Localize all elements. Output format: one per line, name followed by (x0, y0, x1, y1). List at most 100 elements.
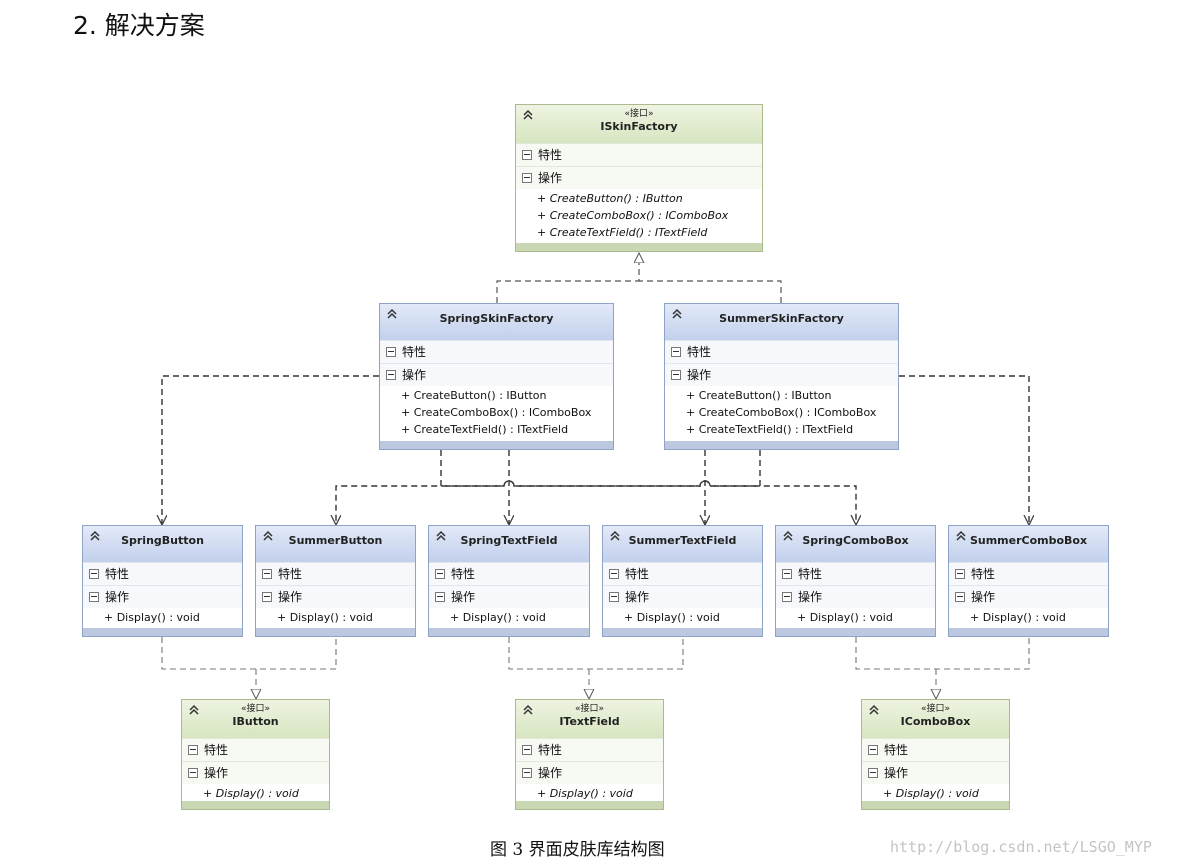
attributes-section: 特性 (776, 562, 935, 585)
attributes-section: 特性 (862, 738, 1009, 761)
operation-item: + Display() : void (797, 611, 893, 624)
collapse-chevron-icon (610, 530, 620, 541)
class-header: SpringButton (83, 526, 242, 562)
class-summertextfield: SummerTextField 特性 操作 + Display() : void (602, 525, 763, 637)
collapse-box-icon (955, 568, 965, 579)
dep-summer-button (336, 450, 761, 525)
class-footer (516, 801, 663, 809)
attributes-label: 特性 (105, 567, 130, 581)
dep-summer-combobox (899, 375, 1029, 525)
operations-list: + Display() : void (949, 608, 1108, 628)
class-name: ITextField (559, 715, 620, 728)
collapse-chevron-icon (90, 530, 100, 541)
realize-summerskin-connector (639, 280, 782, 303)
attributes-label: 特性 (402, 345, 427, 359)
collapse-box-icon (188, 744, 198, 755)
class-header: SpringComboBox (776, 526, 935, 562)
operations-label: 操作 (451, 590, 476, 604)
operation-item: + CreateButton() : IButton (686, 389, 832, 402)
watermark-url: http://blog.csdn.net/LSGO_MYP (890, 838, 1152, 856)
class-footer (182, 801, 329, 809)
attributes-section: 特性 (516, 738, 663, 761)
class-icombobox: «接口» IComboBox 特性 操作 + Display() : void (861, 699, 1010, 810)
collapse-box-icon (522, 767, 532, 778)
operation-item: + CreateComboBox() : IComboBox (537, 209, 729, 222)
class-ibutton: «接口» IButton 特性 操作 + Display() : void (181, 699, 330, 810)
collapse-box-icon (188, 767, 198, 778)
operations-section: 操作 (83, 585, 242, 608)
operations-list: + Display() : void (603, 608, 762, 628)
operation-item: + Display() : void (203, 787, 299, 800)
collapse-box-icon (262, 591, 272, 602)
class-name: SpringComboBox (802, 534, 909, 547)
class-name: SummerSkinFactory (719, 312, 844, 325)
operations-list: + Display() : void (516, 784, 663, 804)
class-springbutton: SpringButton 特性 操作 + Display() : void (82, 525, 243, 637)
operations-label: 操作 (625, 590, 650, 604)
operation-item: + CreateButton() : IButton (537, 192, 683, 205)
collapse-chevron-icon (387, 308, 397, 319)
dep-spring-combobox (440, 450, 856, 525)
class-header: SpringSkinFactory (380, 304, 613, 340)
collapse-box-icon (386, 346, 396, 357)
class-springcombobox: SpringComboBox 特性 操作 + Display() : void (775, 525, 936, 637)
operation-item: + Display() : void (450, 611, 546, 624)
dep-spring-button (162, 375, 379, 525)
class-summercombobox: SummerComboBox 特性 操作 + Display() : void (948, 525, 1109, 637)
attributes-section: 特性 (83, 562, 242, 585)
class-footer (429, 628, 589, 636)
operations-section: 操作 (776, 585, 935, 608)
operations-label: 操作 (798, 590, 823, 604)
operations-label: 操作 (278, 590, 303, 604)
collapse-chevron-icon (783, 530, 793, 541)
collapse-box-icon (435, 591, 445, 602)
class-name: IButton (232, 715, 279, 728)
attributes-label: 特性 (687, 345, 712, 359)
attributes-label: 特性 (538, 743, 563, 757)
collapse-box-icon (671, 369, 681, 380)
operation-item: + Display() : void (277, 611, 373, 624)
class-footer (862, 801, 1009, 809)
realize-springskin-connector (496, 253, 639, 303)
class-header: «接口» ITextField (516, 700, 663, 738)
class-header: SummerTextField (603, 526, 762, 562)
class-header: «接口» IButton (182, 700, 329, 738)
operations-section: 操作 (182, 761, 329, 784)
stereotype-label: «接口» (624, 109, 654, 119)
collapse-box-icon (782, 568, 792, 579)
stereotype-label: «接口» (240, 704, 270, 714)
operation-item: + CreateComboBox() : IComboBox (401, 406, 592, 419)
class-header: SummerComboBox (949, 526, 1108, 562)
collapse-chevron-icon (672, 308, 682, 319)
operation-item: + CreateButton() : IButton (401, 389, 547, 402)
operations-list: + Display() : void (83, 608, 242, 628)
operations-list: + Display() : void (256, 608, 415, 628)
attributes-section: 特性 (949, 562, 1108, 585)
operations-section: 操作 (603, 585, 762, 608)
class-iskinfactory: «接口» ISkinFactory 特性 操作 + CreateButton()… (515, 104, 763, 252)
collapse-chevron-icon (263, 530, 273, 541)
class-footer (380, 441, 613, 449)
stereotype-label: «接口» (574, 704, 604, 714)
realize-itextfield-connector (508, 637, 684, 699)
realize-icombobox-connector (855, 637, 1030, 699)
collapse-box-icon (89, 591, 99, 602)
operations-section: 操作 (862, 761, 1009, 784)
operation-item: + Display() : void (624, 611, 720, 624)
attributes-label: 特性 (204, 743, 229, 757)
class-footer (516, 243, 762, 251)
class-name: SpringTextField (460, 534, 558, 547)
class-footer (665, 441, 898, 449)
operations-list: + CreateButton() : IButton + CreateCombo… (665, 386, 898, 440)
class-footer (83, 628, 242, 636)
attributes-section: 特性 (603, 562, 762, 585)
class-name: SummerComboBox (969, 534, 1088, 547)
collapse-box-icon (435, 568, 445, 579)
class-header: SummerButton (256, 526, 415, 562)
operations-section: 操作 (949, 585, 1108, 608)
class-summerbutton: SummerButton 特性 操作 + Display() : void (255, 525, 416, 637)
operations-list: + Display() : void (862, 784, 1009, 804)
operation-item: + Display() : void (970, 611, 1066, 624)
attributes-section: 特性 (516, 143, 762, 166)
operations-label: 操作 (402, 368, 427, 382)
